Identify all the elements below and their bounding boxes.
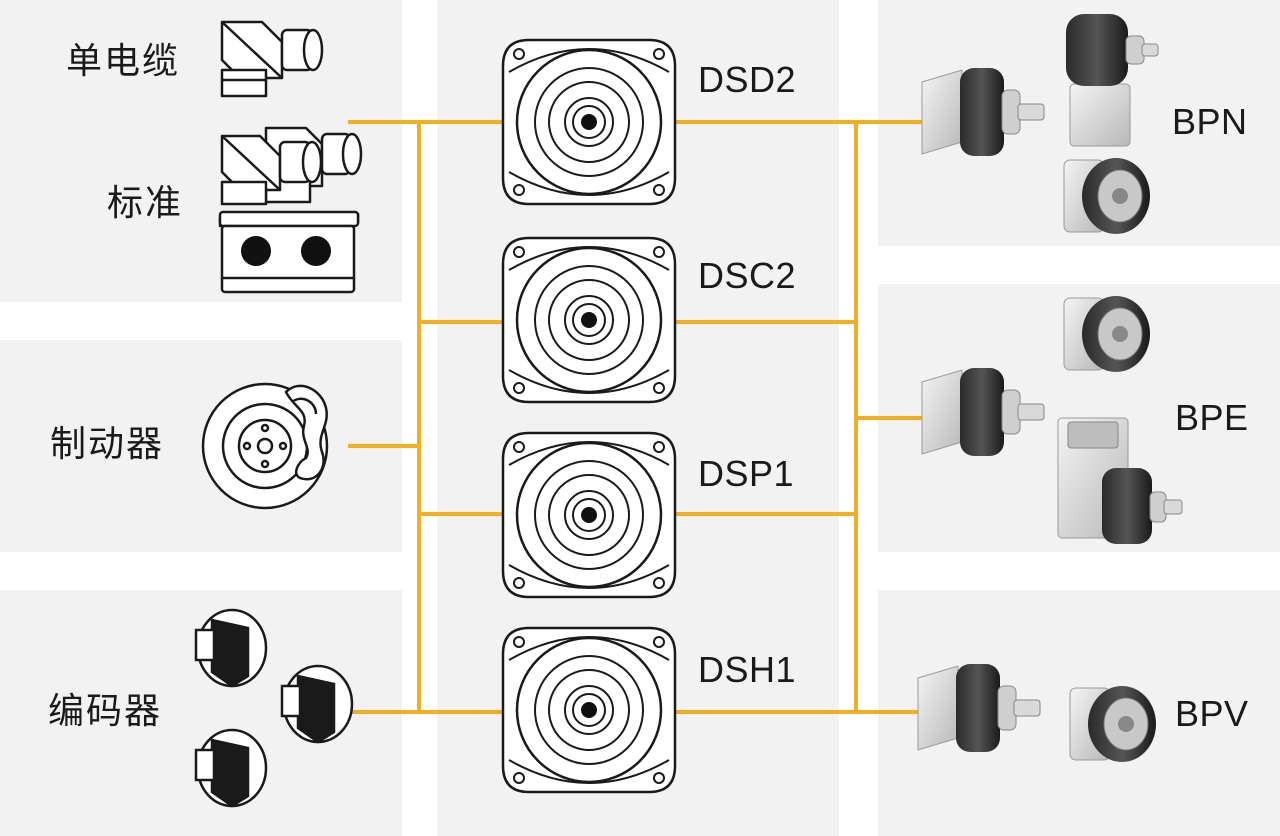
label-motor-dsh1: DSH1 <box>698 649 797 690</box>
label-motor-dsd2: DSD2 <box>698 59 797 100</box>
label-standard: 标准 <box>107 183 184 224</box>
label-motor-dsp1: DSP1 <box>698 453 795 494</box>
label-brake: 制动器 <box>50 424 165 465</box>
label-gearbox-bpv: BPV <box>1175 693 1249 734</box>
label-gearbox-bpe: BPE <box>1175 397 1249 438</box>
label-encoder: 编码器 <box>48 691 163 732</box>
label-single-cable: 单电缆 <box>66 41 181 82</box>
panel-brake-group <box>0 340 402 552</box>
label-gearbox-bpn: BPN <box>1172 101 1248 142</box>
label-motor-dsc2: DSC2 <box>698 255 797 296</box>
